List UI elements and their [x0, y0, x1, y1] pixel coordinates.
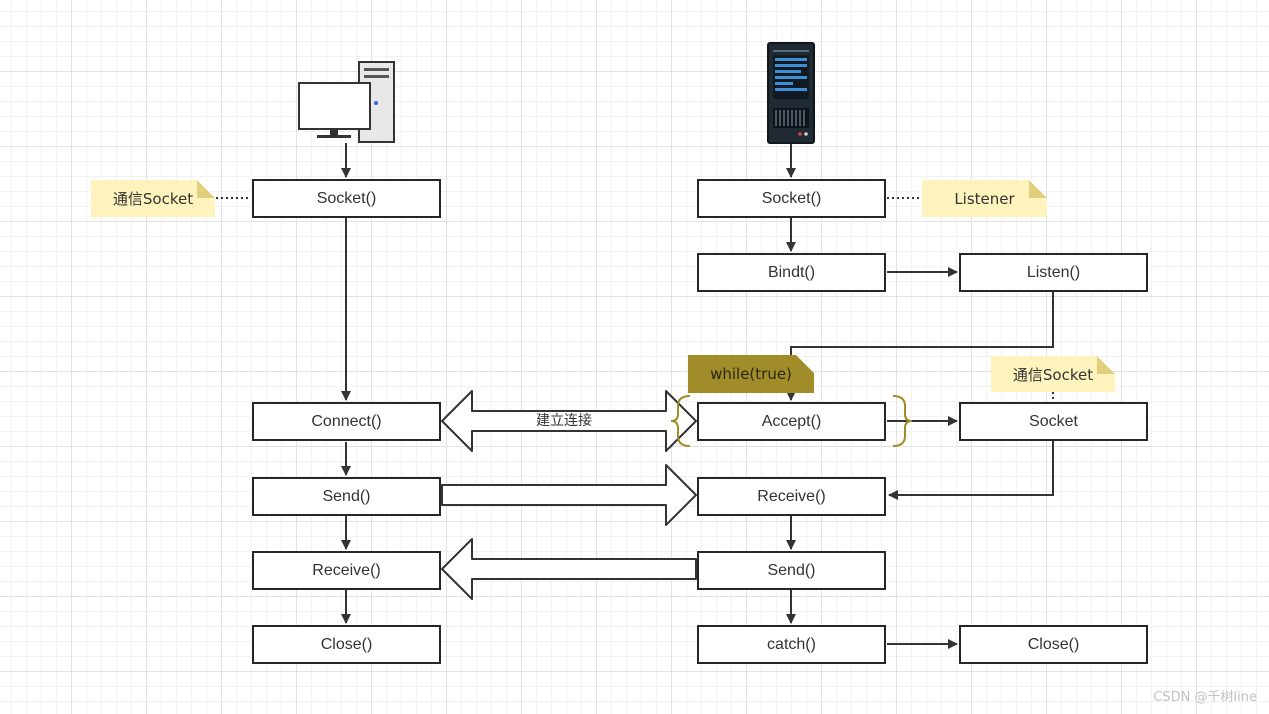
client-send-box: Send() — [252, 477, 441, 516]
client-comm-socket-note: 通信Socket — [91, 180, 215, 217]
server-receive-box: Receive() — [697, 477, 886, 516]
server-catch-box: catch() — [697, 625, 886, 664]
server-comm-socket-note: 通信Socket — [991, 356, 1115, 392]
client-receive-box: Receive() — [252, 551, 441, 590]
server-close-box: Close() — [959, 625, 1148, 664]
server-comm-socket-box: Socket — [959, 402, 1148, 441]
loop-brace-left — [670, 395, 691, 447]
client-connect-box: Connect() — [252, 402, 441, 441]
server-rack-icon — [767, 42, 815, 144]
server-send-box: Send() — [697, 551, 886, 590]
desktop-computer-icon — [298, 61, 395, 143]
server-listen-box: Listen() — [959, 253, 1148, 292]
arrow-socket-to-receive — [888, 441, 1054, 500]
big-arrow-send-to-receive — [441, 464, 697, 526]
listener-note: Listener — [922, 180, 1047, 217]
big-arrow-send-to-receive-back — [441, 538, 697, 600]
client-close-box: Close() — [252, 625, 441, 664]
server-socket-box: Socket() — [697, 179, 886, 218]
watermark: CSDN @千树line — [1153, 690, 1257, 705]
loop-brace-right — [892, 395, 913, 447]
client-socket-box: Socket() — [252, 179, 441, 218]
server-accept-box: Accept() — [697, 402, 886, 441]
server-bind-box: Bindt() — [697, 253, 886, 292]
while-loop-note: while(true) — [688, 355, 814, 393]
connection-label: 建立连接 — [534, 412, 594, 430]
